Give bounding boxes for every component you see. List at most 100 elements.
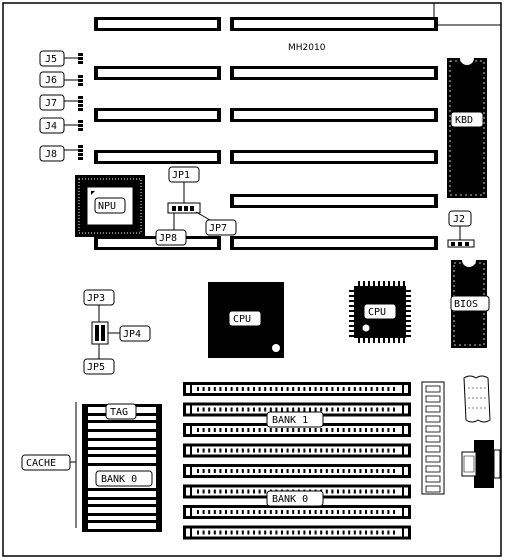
- simm-contact-5-23: [325, 489, 328, 494]
- isa-slot-short-2-opening: [98, 69, 217, 77]
- simm-contact-0-18: [297, 387, 300, 391]
- jumper-pin-4-1: [78, 149, 83, 152]
- j2-jumper: [447, 239, 475, 248]
- npu-label-box: [94, 197, 126, 214]
- simm-contact-4-14: [275, 469, 278, 473]
- simm-contact-1-30: [365, 407, 367, 412]
- simm-contact-4-15: [281, 469, 283, 473]
- simm-contact-2-25: [337, 428, 339, 432]
- plcc-pin-left-8: [349, 330, 354, 332]
- tag-label: TAG: [110, 407, 128, 418]
- simm-contact-4-10: [253, 469, 255, 473]
- simm-contact-6-31: [370, 510, 373, 514]
- simm-contact-3-24: [331, 448, 334, 453]
- simm-contact-1-35: [393, 407, 395, 412]
- simm-contact-0-23: [325, 387, 328, 391]
- simm-latch-right-4: [404, 467, 408, 475]
- simm-contact-6-30: [365, 510, 367, 514]
- simm-contact-7-14: [275, 530, 278, 535]
- simm-contact-0-19: [303, 387, 306, 391]
- simm-contact-1-21: [314, 407, 317, 412]
- plcc-pin-right-4: [406, 310, 411, 312]
- plcc-pin-bottom-9: [403, 338, 405, 343]
- plcc-pin-left-5: [349, 315, 354, 317]
- simm-contact-4-22: [320, 469, 323, 473]
- cache-bank0-label: BANK 0: [101, 474, 137, 485]
- jumper-pin-2-3: [78, 108, 83, 111]
- simm-contact-7-27: [348, 530, 351, 535]
- simm-contact-6-2: [208, 510, 211, 514]
- simm-contact-2-35: [393, 428, 395, 432]
- simm-contact-2-3: [213, 428, 216, 432]
- simm-contact-3-11: [258, 448, 261, 453]
- simm-contact-3-33: [381, 448, 384, 453]
- simm-contact-3-27: [348, 448, 351, 453]
- simm-contact-1-13: [269, 407, 272, 412]
- simm-contact-4-7: [236, 469, 239, 473]
- plcc-pin-right-2: [406, 300, 411, 302]
- simm-contact-6-17: [292, 510, 295, 514]
- simm-contact-3-10: [253, 448, 255, 453]
- simm-socket-opening-3: [192, 446, 402, 455]
- cache-label: CACHE: [26, 458, 56, 469]
- jumper-pin-1-2: [78, 83, 83, 86]
- simm-contact-2-28: [353, 428, 356, 432]
- simm-contact-5-27: [348, 489, 351, 494]
- j6-label: J6: [45, 75, 57, 86]
- plcc-pin-bottom-0: [358, 338, 360, 343]
- simm-contact-0-9: [247, 387, 250, 391]
- jumper-pin-3-0: [78, 120, 83, 123]
- cache-post-right: [156, 404, 162, 532]
- simm-contact-7-26: [342, 530, 345, 535]
- simm-contact-5-11: [258, 489, 261, 494]
- simm-contact-0-14: [275, 387, 278, 391]
- simm-contact-7-10: [253, 530, 255, 535]
- simm-contact-1-16: [286, 407, 289, 412]
- simm-contact-6-11: [258, 510, 261, 514]
- cache-label-box: [21, 454, 71, 471]
- simm-contact-1-23: [325, 407, 328, 412]
- simm-contact-2-30: [365, 428, 367, 432]
- simm-contact-1-7: [236, 407, 239, 412]
- simm-contact-4-30: [365, 469, 367, 473]
- plcc-pin-top-0: [358, 281, 360, 286]
- jp3-label: JP3: [87, 293, 105, 304]
- simm-contact-6-4: [219, 510, 222, 514]
- simm-contact-3-8: [241, 448, 244, 453]
- j6-label-box: [39, 71, 65, 88]
- simm-contact-4-35: [393, 469, 395, 473]
- simm-contact-1-27: [348, 407, 351, 412]
- simm-contact-0-12: [264, 387, 267, 391]
- j8-label: J8: [45, 149, 57, 160]
- cpu1-label: CPU: [233, 314, 251, 325]
- plcc-pin-bottom-8: [398, 338, 400, 343]
- simm-contact-1-31: [370, 407, 373, 412]
- simm-contact-5-2: [208, 489, 211, 494]
- simm-contact-1-15: [281, 407, 283, 412]
- simm-contact-3-4: [219, 448, 222, 453]
- simm-contact-4-11: [258, 469, 261, 473]
- plcc-pin-bottom-5: [383, 338, 385, 343]
- simm-contact-1-2: [208, 407, 211, 412]
- simm-contact-1-8: [241, 407, 244, 412]
- jp5-label: JP5: [87, 362, 105, 373]
- simm-contact-3-9: [247, 448, 250, 453]
- connector-pin-3: [425, 415, 441, 423]
- jumper-pin-0-0: [78, 53, 83, 56]
- simm-contact-2-5: [225, 428, 227, 432]
- simm-latch-right-0: [404, 385, 408, 393]
- simm-contact-7-31: [370, 530, 373, 535]
- plcc-pin-top-4: [378, 281, 380, 286]
- simm-contact-3-35: [393, 448, 395, 453]
- simm-contact-5-30: [365, 489, 367, 494]
- simm-contact-3-32: [376, 448, 379, 453]
- bank1-label: BANK 1: [272, 415, 308, 426]
- plcc-pin-top-7: [393, 281, 395, 286]
- simm-contact-2-24: [331, 428, 334, 432]
- simm-contact-1-6: [230, 407, 233, 412]
- simm-contact-2-18: [297, 428, 300, 432]
- simm-contact-3-21: [314, 448, 317, 453]
- simm-contact-2-31: [370, 428, 373, 432]
- bank0-label-box: [266, 490, 324, 507]
- isa-slot-short-1-opening: [98, 20, 217, 28]
